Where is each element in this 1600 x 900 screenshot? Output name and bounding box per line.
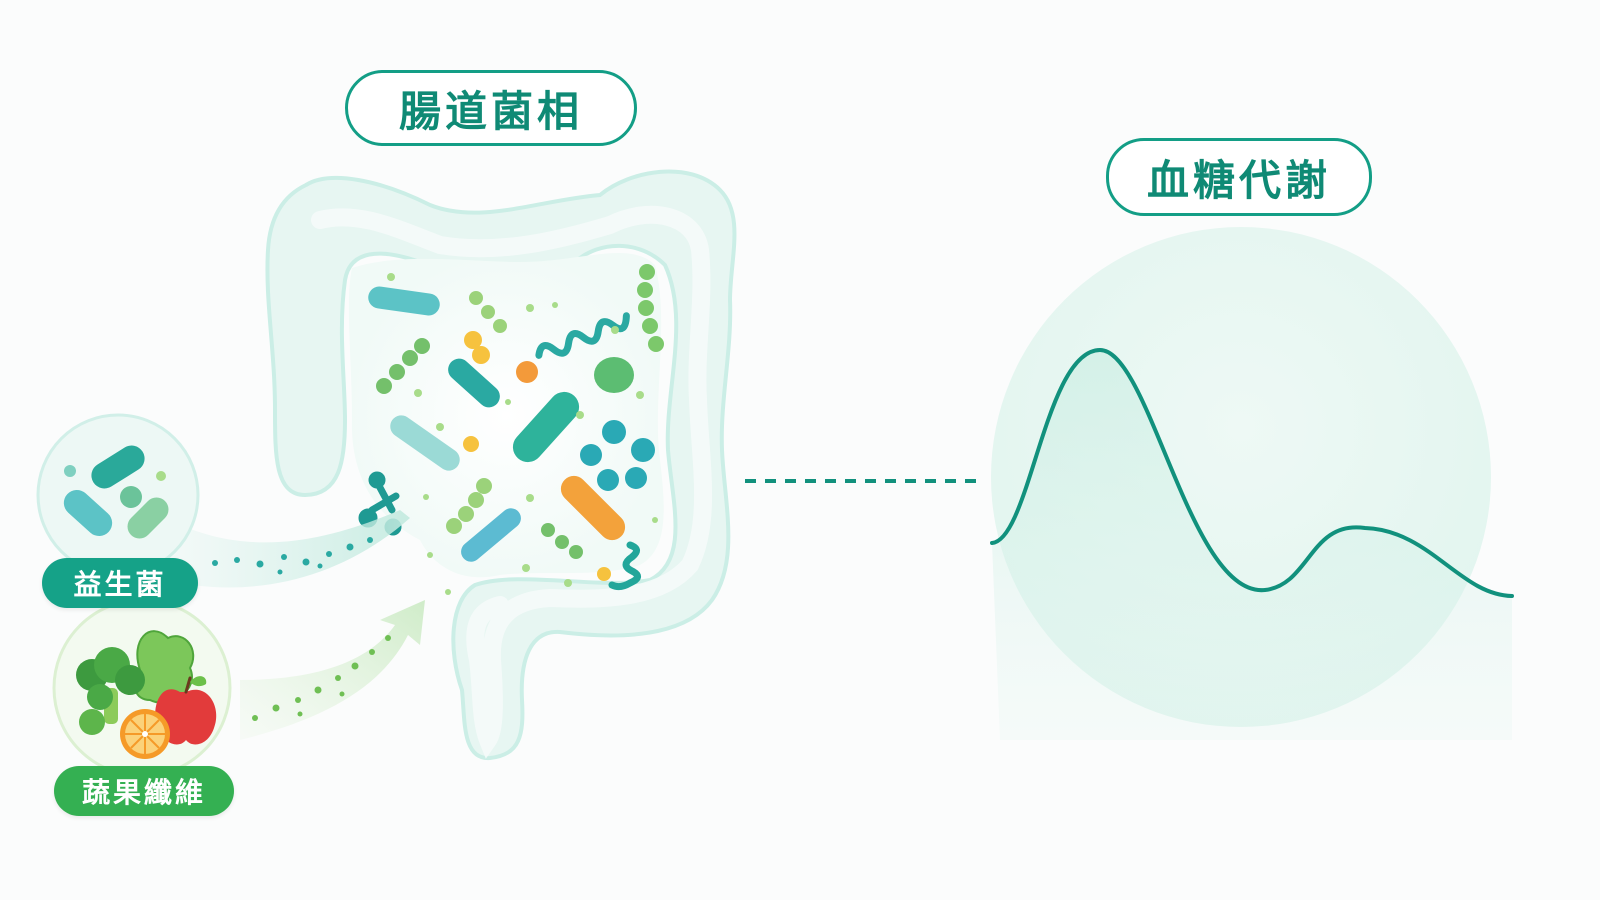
bacterium-rod — [448, 358, 500, 408]
bacterium-coccus — [631, 438, 655, 462]
arrow-probiotics — [165, 510, 410, 588]
arrow-fiber-dots — [252, 635, 391, 721]
fiber-badge: 蔬果纖維 — [54, 766, 234, 816]
bacterium-coccus — [625, 467, 647, 489]
orange-slice-icon — [120, 709, 170, 759]
bacteria-icon — [91, 445, 145, 489]
intestine-outer — [265, 169, 737, 761]
bacterium-coccus — [463, 436, 479, 452]
bacteria-icon — [63, 489, 113, 537]
lettuce-icon — [133, 630, 195, 704]
bacterium-chain — [637, 264, 664, 352]
gut-microbiota-title: 腸道菌相 — [345, 70, 637, 146]
glucose-curve-icon — [990, 227, 1514, 740]
bacterium-chain — [541, 523, 583, 559]
bacterium-chain — [446, 478, 492, 534]
fiber-bubble — [52, 598, 232, 778]
particle-dots — [387, 273, 658, 595]
probiotics-label: 益生菌 — [73, 568, 167, 601]
bacterium-coccus — [597, 567, 611, 581]
bacterium-chain — [469, 291, 507, 333]
probiotics-bubble — [36, 413, 200, 577]
apple-icon — [155, 676, 217, 745]
bacterium-coccus — [580, 444, 602, 466]
blood-glucose-label: 血糖代謝 — [1146, 155, 1331, 205]
bacterium-coccus — [602, 420, 626, 444]
bacterium-coccus — [464, 331, 482, 349]
bacterium-coccus — [516, 361, 538, 383]
intestine-inner-fill — [311, 205, 713, 759]
blood-glucose-title: 血糖代謝 — [1106, 138, 1372, 216]
arrow-probiotics-dots — [212, 537, 373, 575]
bacterium-chain — [376, 338, 430, 394]
bacterium-rod — [512, 391, 580, 463]
gut-microbiota-label: 腸道菌相 — [398, 86, 583, 136]
arrow-fiber — [240, 600, 425, 740]
bacterium-spiral — [608, 541, 641, 591]
glucose-curve-line — [990, 347, 1514, 598]
fiber-label: 蔬果纖維 — [81, 776, 206, 809]
probiotics-badge: 益生菌 — [42, 558, 198, 608]
bacterium-rod — [390, 415, 460, 471]
bacterium-spiral — [535, 312, 630, 359]
bacteria-cluster — [358, 264, 664, 595]
broccoli-icon — [76, 647, 145, 735]
bacterium-coccus — [472, 346, 490, 364]
bacterium-blob — [594, 357, 634, 393]
bacteria-icon — [127, 497, 169, 539]
bacterium-rod — [368, 286, 440, 316]
bacterium-coccus — [597, 469, 619, 491]
bacterium-rod-orange — [560, 475, 626, 541]
bacterium-rod — [461, 508, 521, 562]
glucose-curve-area — [992, 350, 1512, 740]
